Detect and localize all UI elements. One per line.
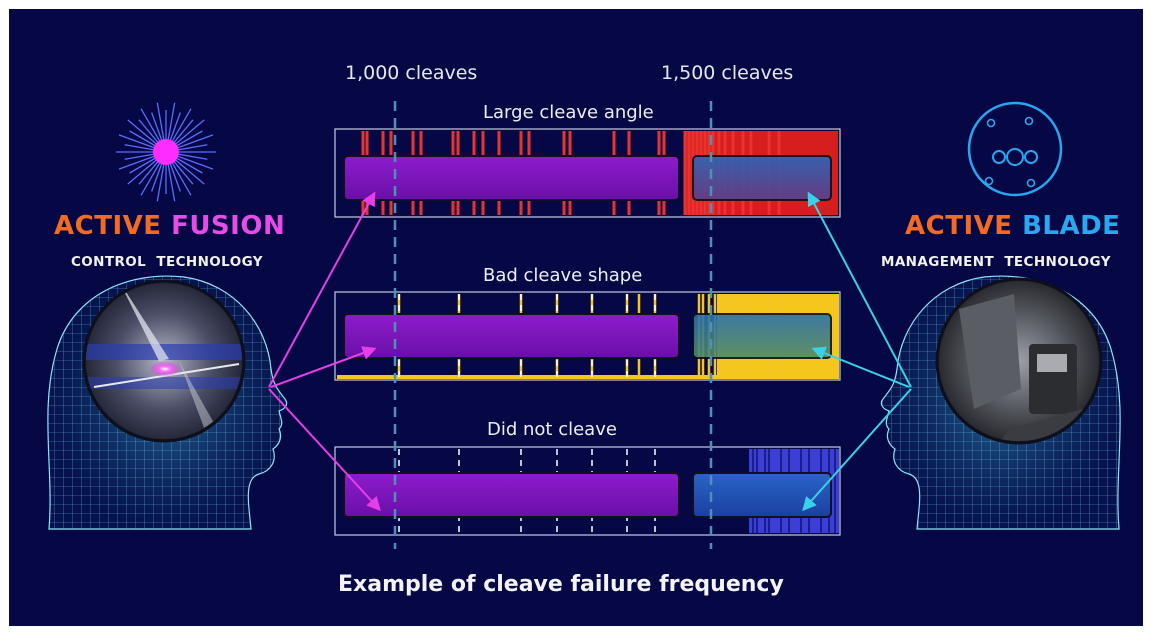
cyan-arrows [802,191,912,512]
starburst-ray [168,112,181,143]
blue-progress-bar [692,155,832,201]
starburst-ray [175,154,214,170]
purple-progress-bar [343,155,680,201]
diagram-artwork [47,101,1121,549]
right-brand-word-blade: BLADE [1022,211,1121,241]
bar-large-cleave-angle [334,128,841,218]
right-blade-lens-image [935,277,1103,445]
bar-bad-cleave-shape [334,291,841,381]
starburst-icon [116,102,216,202]
starburst-ray [129,156,158,174]
starburst-ray [127,157,159,185]
starburst-ray [174,130,203,148]
infographic-canvas: 1,000 cleaves 1,500 cleaves Large cleave… [9,9,1143,626]
starburst-ray [173,119,205,147]
blade-disc-icon [967,101,1063,197]
starburst-ray [171,119,194,145]
starburst-ray [168,161,181,192]
starburst-ray [151,161,164,192]
starburst-ray [167,161,176,202]
starburst-ray [124,153,157,160]
left-subtitle-word1: CONTROL [71,254,147,270]
starburst-core [153,139,179,165]
left-brand-title: ACTIVE FUSION [54,211,285,241]
starburst-ray [118,134,157,150]
purple-progress-bar [343,313,680,359]
starburst-ray [138,119,161,145]
magenta-arrows [268,191,381,512]
starburst-ray [175,153,208,160]
bar-title-did-not-cleave: Did not cleave [487,419,617,440]
starburst-ray [175,134,214,150]
right-brand-word-active: ACTIVE [905,211,1013,241]
starburst-ray [170,108,192,144]
starburst-ray [127,119,159,147]
left-subtitle-word2: TECHNOLOGY [156,254,263,270]
starburst-ray [156,102,165,143]
starburst-ray [124,144,157,151]
starburst-ray [156,161,165,202]
starburst-ray [140,160,162,196]
bar-did-not-cleave [334,446,841,536]
right-subtitle-word1: MANAGEMENT [881,254,995,270]
starburst-ray [138,159,161,185]
starburst-ray [118,154,157,170]
starburst-ray [174,156,203,174]
starburst-ray [167,102,176,143]
right-brand-subtitle: MANAGEMENT TECHNOLOGY [881,254,1111,270]
purple-progress-bar [343,472,680,518]
left-fusion-lens-image [82,279,246,443]
starburst-ray [129,130,158,148]
starburst-ray [173,157,205,185]
starburst-ray [171,159,194,185]
right-subtitle-word2: TECHNOLOGY [1004,254,1111,270]
footer-caption: Example of cleave failure frequency [338,572,784,597]
starburst-ray [140,108,162,144]
starburst-ray [175,144,208,151]
bar-title-bad-cleave-shape: Bad cleave shape [483,265,643,286]
blue-progress-bar [692,313,832,359]
bar-title-large-cleave-angle: Large cleave angle [483,102,654,123]
starburst-ray [170,160,192,196]
marker-label-1000: 1,000 cleaves [345,62,478,84]
blue-progress-bar [692,472,832,518]
left-brand-subtitle: CONTROL TECHNOLOGY [71,254,263,270]
starburst-ray [151,112,164,143]
right-brand-title: ACTIVE BLADE [905,211,1120,241]
left-brand-word-fusion: FUSION [171,211,286,241]
left-brand-word-active: ACTIVE [54,211,162,241]
marker-label-1500: 1,500 cleaves [661,62,794,84]
